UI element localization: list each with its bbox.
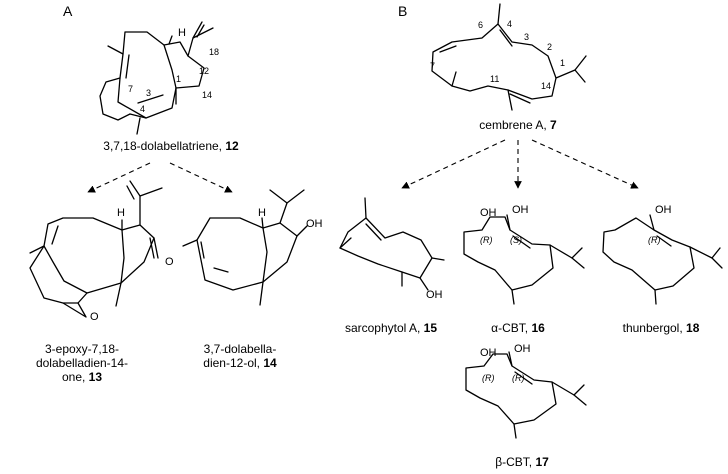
locant-18: 18 — [209, 47, 219, 57]
locant-2: 2 — [547, 42, 552, 52]
atom-oh: OH — [480, 207, 497, 219]
structure-thunbergol-18 — [602, 214, 723, 305]
locant-3: 3 — [524, 32, 529, 42]
stereo-r: (R) — [648, 235, 661, 245]
structure-beta-cbt-17 — [465, 351, 587, 439]
atom-o-epoxide: O — [90, 311, 99, 323]
caption-compound-13: 3-epoxy-7,18-dolabelladien-14-one, 13 — [35, 342, 129, 384]
locant-4: 4 — [507, 19, 512, 29]
caption-compound-17: β-CBT, 17 — [495, 455, 549, 469]
locant-11: 11 — [490, 74, 499, 84]
panel-label-b: B — [398, 3, 407, 19]
atom-oh: OH — [514, 343, 531, 355]
atom-oh: OH — [306, 218, 323, 230]
locant-6: 6 — [478, 20, 483, 30]
atom-oh: OH — [426, 289, 443, 301]
atom-o-ketone: O — [165, 256, 174, 268]
atom-h: H — [117, 207, 125, 219]
caption-compound-7: cembrene A, 7 — [479, 118, 557, 132]
locant-7: 7 — [430, 61, 435, 71]
stereo-r: (R) — [480, 235, 493, 245]
locant-3: 3 — [146, 88, 151, 98]
structure-dolabelladienol-14 — [182, 189, 308, 306]
locant-7: 7 — [128, 84, 133, 94]
stereo-r: (R) — [512, 373, 525, 383]
arrow-12-to-13 — [87, 162, 151, 193]
caption-compound-18: thunbergol, 18 — [622, 321, 700, 335]
locant-4: 4 — [140, 104, 145, 114]
arrow-7-to-15 — [401, 139, 506, 189]
structure-alpha-cbt-16 — [463, 214, 585, 305]
caption-compound-16: α-CBT, 16 — [491, 321, 545, 335]
panel-label-a: A — [63, 3, 73, 19]
caption-compound-14: 3,7-dolabella-dien-12-ol, 14 — [203, 342, 277, 370]
structure-sarcophytol-15 — [339, 197, 445, 291]
stereo-r: (R) — [482, 373, 495, 383]
caption-compound-15: sarcophytol A, 15 — [344, 321, 438, 335]
locant-14: 14 — [541, 81, 551, 91]
stereo-s: (S) — [510, 235, 522, 245]
locant-1: 1 — [560, 58, 565, 68]
locant-14: 14 — [202, 90, 212, 100]
arrow-7-to-18 — [531, 139, 639, 189]
structure-dolabellatriene-12 — [99, 21, 214, 135]
locant-1: 1 — [176, 74, 181, 84]
structure-cembrene-7 — [431, 3, 587, 111]
atom-oh: OH — [480, 347, 497, 359]
atom-oh: OH — [512, 204, 529, 216]
atom-oh: OH — [655, 204, 672, 216]
structure-epoxide-13 — [29, 180, 163, 318]
caption-compound-12: 3,7,18-dolabellatriene, 12 — [103, 139, 239, 153]
arrow-12-to-14 — [169, 162, 233, 193]
locant-12: 12 — [199, 66, 209, 76]
atom-h: H — [258, 207, 266, 219]
atom-h: H — [178, 27, 186, 39]
